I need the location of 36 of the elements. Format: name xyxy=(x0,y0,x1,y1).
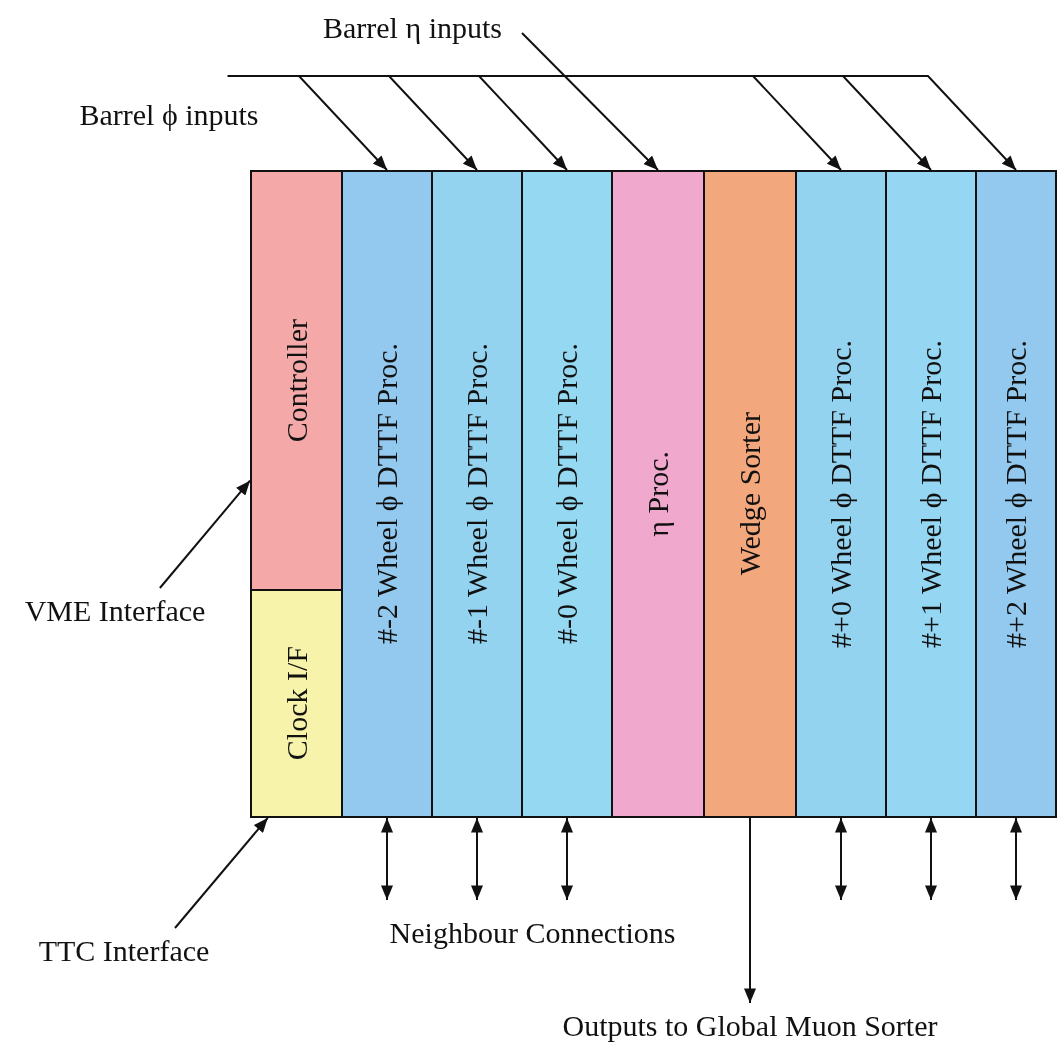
board-label: #+0 Wheel ϕ DTTF Proc. xyxy=(826,340,856,648)
double-arrow xyxy=(561,817,573,901)
double-arrow xyxy=(925,817,937,901)
board-label: #-0 Wheel ϕ DTTF Proc. xyxy=(552,343,582,645)
board-label: η Proc. xyxy=(643,451,673,537)
board-label: #+1 Wheel ϕ DTTF Proc. xyxy=(916,340,946,648)
board-label: Wedge Sorter xyxy=(735,412,765,576)
board-label: Controller xyxy=(281,318,312,443)
arrow xyxy=(744,817,756,1004)
double-arrow xyxy=(1010,817,1022,901)
board-label: #-1 Wheel ϕ DTTF Proc. xyxy=(462,343,492,645)
output-label: Outputs to Global Muon Sorter xyxy=(528,1003,972,1043)
connection-label: Neighbour Connections xyxy=(388,915,677,950)
arrow xyxy=(521,32,659,171)
board-label: Clock I/F xyxy=(281,646,312,761)
processor-board xyxy=(341,170,433,818)
arrow xyxy=(158,479,251,589)
processor-board xyxy=(521,170,613,818)
processor-board xyxy=(975,170,1057,818)
interface-label: VME Interface xyxy=(10,588,220,628)
input-label: Barrel η inputs xyxy=(303,5,522,45)
board-label: #-2 Wheel ϕ DTTF Proc. xyxy=(372,343,402,645)
board-label: #+2 Wheel ϕ DTTF Proc. xyxy=(1001,340,1031,648)
processor-board xyxy=(795,170,887,818)
processor-board xyxy=(885,170,977,818)
processor-board xyxy=(611,170,705,818)
double-arrow xyxy=(471,817,483,901)
interface-label: TTC Interface xyxy=(20,928,228,968)
double-arrow xyxy=(381,817,393,901)
processor-board xyxy=(703,170,797,818)
processor-board xyxy=(431,170,523,818)
processor-board xyxy=(250,589,343,818)
processor-board xyxy=(250,170,343,591)
double-arrow xyxy=(835,817,847,901)
arrow xyxy=(174,817,269,929)
input-label: Barrel ϕ inputs xyxy=(66,76,272,132)
